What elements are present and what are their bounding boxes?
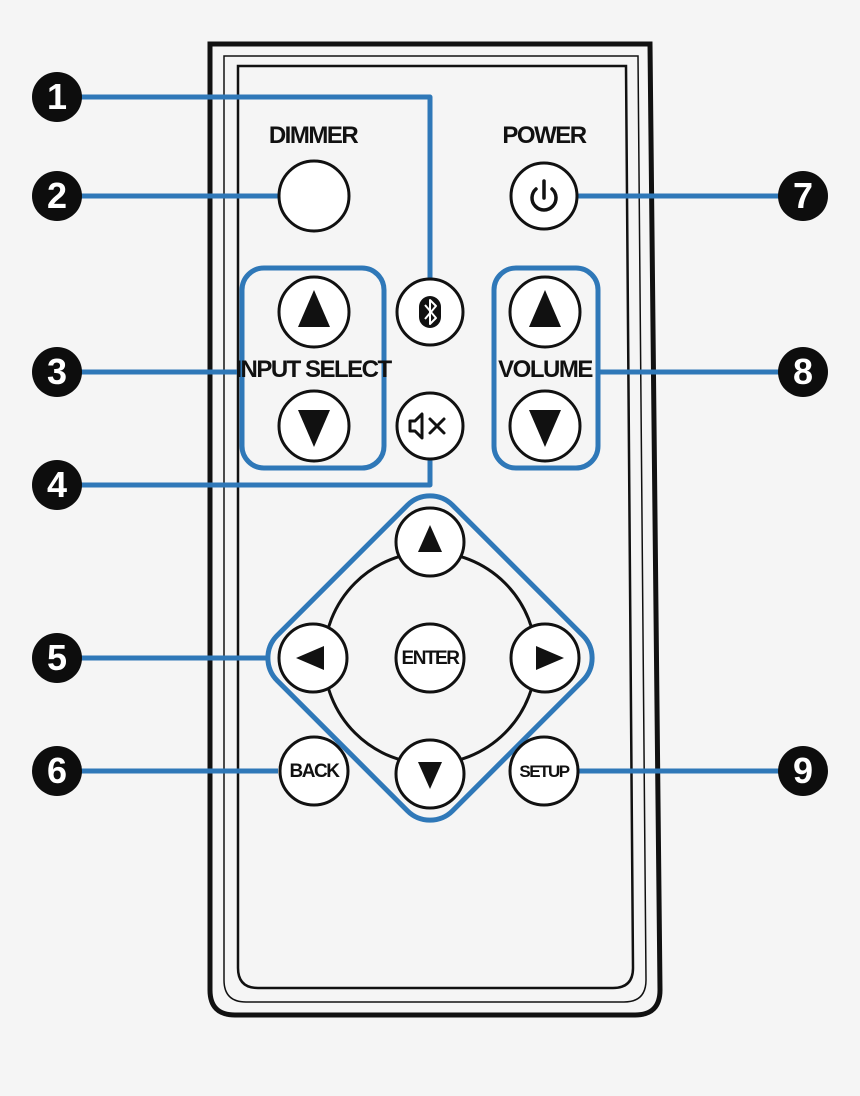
mute-icon: [408, 412, 446, 440]
enter-button[interactable]: [394, 622, 466, 694]
callout-number-6: 6: [32, 746, 82, 796]
back-button[interactable]: [278, 735, 350, 807]
triangle-down-icon: [418, 762, 442, 789]
input-select-group-outline: [239, 265, 387, 471]
enter-label: ENTER: [401, 648, 460, 669]
setup-button[interactable]: [508, 735, 580, 807]
triangle-down-icon: [298, 410, 330, 447]
mute-button[interactable]: [395, 391, 465, 461]
setup-label: SETUP: [519, 762, 570, 781]
remote-body: [207, 41, 663, 1018]
dimmer-label: DIMMER: [268, 122, 359, 149]
back-label: BACK: [289, 761, 340, 782]
callout-line-4: [60, 458, 433, 488]
triangle-right-icon: [536, 646, 564, 670]
dimmer-button[interactable]: [277, 159, 351, 233]
callout-line-1: [60, 94, 433, 282]
triangle-left-icon: [296, 646, 324, 670]
callout-number-1: 1: [32, 72, 82, 122]
volume-group-outline: [491, 265, 601, 471]
dpad-group-outline: [265, 493, 595, 823]
arrow-glyphs: [296, 290, 564, 789]
callout-number-8: 8: [778, 347, 828, 397]
callout-lines: [60, 94, 800, 823]
callout-number-4: 4: [32, 460, 82, 510]
input-select-label: INPUT SELECT: [235, 356, 392, 383]
power-icon: [530, 179, 558, 212]
triangle-up-icon: [418, 525, 442, 552]
callout-number-7: 7: [778, 171, 828, 221]
power-label: POWER: [502, 122, 587, 149]
triangle-up-icon: [298, 290, 330, 327]
triangle-up-icon: [529, 290, 561, 327]
callout-number-3: 3: [32, 347, 82, 397]
callout-number-2: 2: [32, 171, 82, 221]
callout-number-5: 5: [32, 633, 82, 683]
callout-number-9: 9: [778, 746, 828, 796]
bluetooth-icon: [419, 296, 441, 328]
volume-label: VOLUME: [498, 356, 593, 383]
triangle-down-icon: [529, 410, 561, 447]
